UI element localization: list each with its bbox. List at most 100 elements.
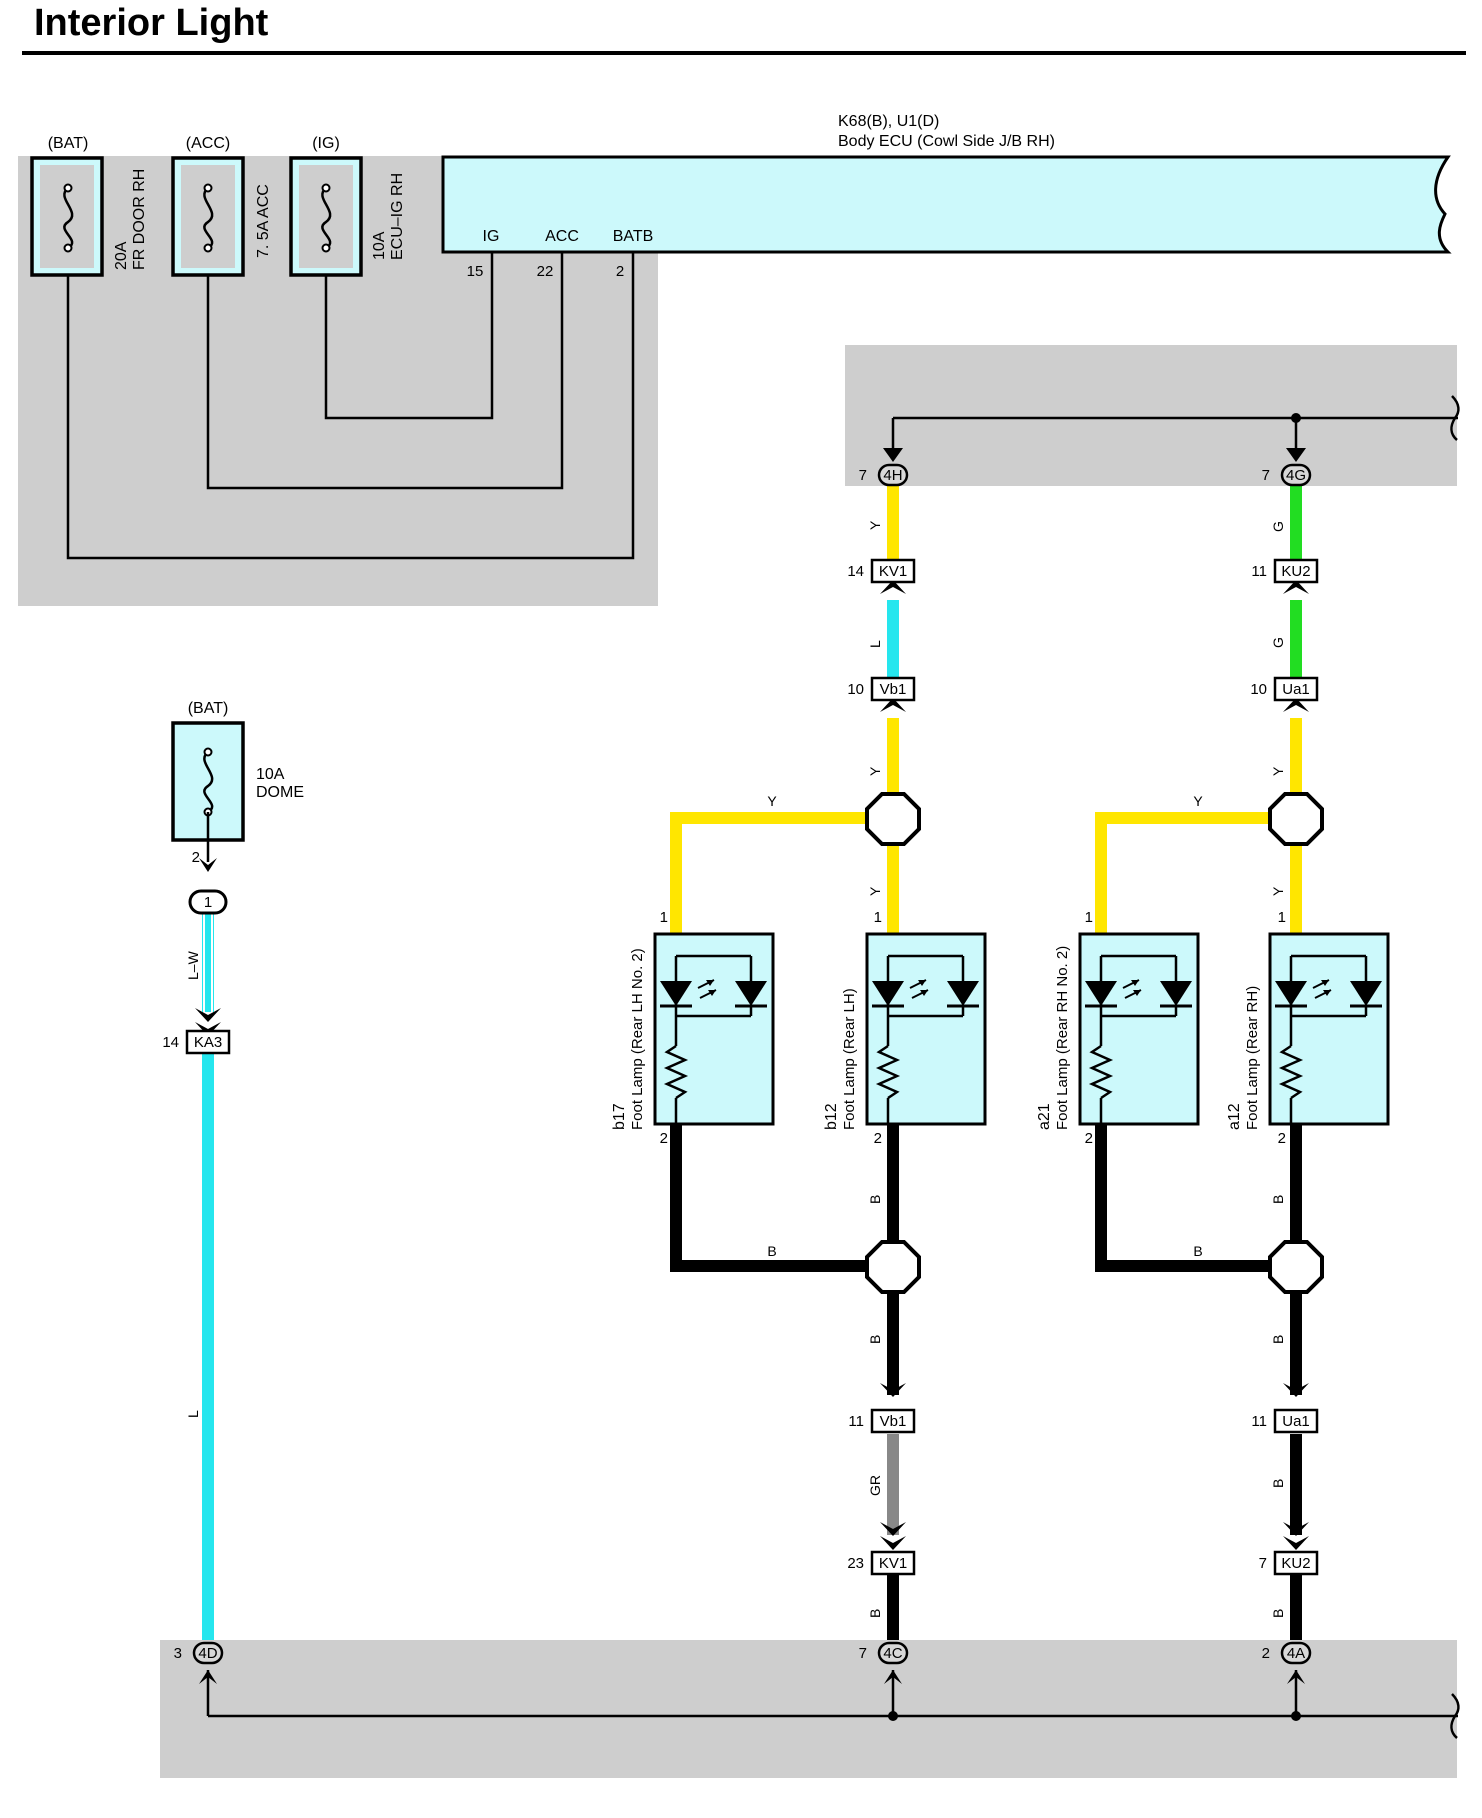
connector-label: KV1 xyxy=(879,563,907,580)
lamp-code: a21 xyxy=(1036,1103,1053,1130)
junction-label: 4C xyxy=(883,1645,902,1662)
fuse-fr-door-rh: (BAT) 20A FR DOOR RH xyxy=(30,135,148,277)
wire-label: Y xyxy=(1193,793,1203,809)
lamp-name: Foot Lamp (Rear LH) xyxy=(841,988,858,1130)
ecu-pin-ig-label: IG xyxy=(483,228,500,245)
lamp-pin-1: 1 xyxy=(874,909,882,926)
junction-pin: 7 xyxy=(859,1645,867,1662)
lamp-pin-2: 2 xyxy=(660,1130,668,1147)
wire-label: B xyxy=(1270,1335,1286,1344)
fuse-rating: 7. 5A ACC xyxy=(255,184,272,258)
body-ecu: K68(B), U1(D) Body ECU (Cowl Side J/B RH… xyxy=(441,113,1452,280)
fuse-source-ig: (IG) xyxy=(312,135,340,152)
fuse-source-bat: (BAT) xyxy=(48,135,89,152)
junction-4h: 4H 7 xyxy=(859,463,909,487)
junction-pin: 7 xyxy=(1262,467,1270,484)
ecu-feed-wires xyxy=(66,243,635,560)
ecu-pin-batb-number: 2 xyxy=(616,263,624,280)
ecu-pin-acc-number: 22 xyxy=(537,263,554,280)
fuse-pin: 2 xyxy=(192,849,200,866)
fuse-rating: 10A xyxy=(371,231,388,260)
wire-label: Y xyxy=(867,886,883,896)
ecu-description: Body ECU (Cowl Side J/B RH) xyxy=(838,133,1055,150)
connector-pin: 10 xyxy=(1250,681,1267,698)
ecu-name: K68(B), U1(D) xyxy=(838,113,939,130)
junction-dome-1: 1 xyxy=(188,889,228,915)
wire-label: Y xyxy=(1270,766,1286,776)
wire-label: B xyxy=(1193,1243,1202,1259)
wire-label: Y xyxy=(1270,886,1286,896)
fuse-source-acc: (ACC) xyxy=(186,135,230,152)
lamp-pin-2: 2 xyxy=(874,1130,882,1147)
lamp-b12: 1 2 b12 Foot Lamp (Rear LH) xyxy=(823,909,987,1147)
connector-label: Vb1 xyxy=(880,1413,907,1430)
fuse-source-bat: (BAT) xyxy=(188,700,229,717)
wire-label: L xyxy=(185,1410,201,1418)
connector-pin: 11 xyxy=(1251,563,1267,580)
wire-label: B xyxy=(1270,1609,1286,1618)
junction-4g: 4G 7 xyxy=(1262,463,1312,487)
junction-4a: 4A 2 xyxy=(1262,1641,1312,1665)
connector-vb1-top: Vb1 10 xyxy=(847,676,916,702)
wire-label: Y xyxy=(767,793,777,809)
lamp-pin-1: 1 xyxy=(1278,909,1286,926)
connector-pin: 7 xyxy=(1259,1555,1267,1572)
connector-label: KU2 xyxy=(1281,563,1310,580)
ecu-pin-batb-label: BATB xyxy=(613,228,654,245)
connector-pin: 23 xyxy=(847,1555,864,1572)
wire-label: L xyxy=(867,640,883,648)
junction-pin: 2 xyxy=(1262,1645,1270,1662)
wire-label: GR xyxy=(867,1475,883,1496)
fuse-dome: (BAT) 10A DOME 2 xyxy=(171,700,304,866)
lamp-code: b12 xyxy=(823,1103,840,1130)
connector-vb1-bottom: Vb1 11 xyxy=(848,1408,916,1434)
wire-label: B xyxy=(767,1243,776,1259)
connector-label: KV1 xyxy=(879,1555,907,1572)
junction-pin: 7 xyxy=(859,467,867,484)
connector-pin: 11 xyxy=(848,1413,864,1430)
fuse-name: DOME xyxy=(256,784,304,801)
connector-pin: 14 xyxy=(162,1034,179,1051)
lamp-code: b17 xyxy=(611,1103,628,1130)
lamp-name: Foot Lamp (Rear RH No. 2) xyxy=(1054,946,1071,1130)
junction-4c: 4C 7 xyxy=(859,1641,909,1665)
junction-label: 4D xyxy=(198,1645,217,1662)
lamp-code: a12 xyxy=(1226,1103,1243,1130)
connector-label: Vb1 xyxy=(880,681,907,698)
connector-ka3: KA3 14 xyxy=(162,1029,231,1055)
wire-label: L–W xyxy=(185,950,201,980)
wires xyxy=(202,486,1302,1640)
lamp-pin-1: 1 xyxy=(1085,909,1093,926)
connector-kv1-top: KV1 14 xyxy=(847,558,916,584)
wire-label: Y xyxy=(867,520,883,530)
wire-color-labels: Y L Y Y Y G G Y Y Y L–W L B B B GR B B B… xyxy=(185,520,1286,1618)
fuse-acc: (ACC) 7. 5A ACC xyxy=(171,135,272,277)
lamp-pin-2: 2 xyxy=(1278,1130,1286,1147)
wire-y xyxy=(1095,812,1270,936)
connector-label: Ua1 xyxy=(1282,681,1310,698)
connector-ku2-top: KU2 11 xyxy=(1251,558,1319,584)
connector-label: Ua1 xyxy=(1282,1413,1310,1430)
lamp-pin-2: 2 xyxy=(1085,1130,1093,1147)
connector-ua1-bottom: Ua1 11 xyxy=(1251,1408,1319,1434)
connector-pin: 14 xyxy=(847,563,864,580)
page-title: Interior Light xyxy=(34,2,269,44)
wire-label: G xyxy=(1270,637,1286,648)
fuse-name: ECU–IG RH xyxy=(389,173,406,260)
connector-kv1-bottom: KV1 23 xyxy=(847,1550,916,1576)
wire-b xyxy=(1095,1124,1270,1272)
top-bus xyxy=(883,395,1460,462)
connector-pin: 10 xyxy=(847,681,864,698)
splice-points xyxy=(865,792,1324,1294)
wire-label: G xyxy=(1270,521,1286,532)
ecu-pin-ig-number: 15 xyxy=(467,263,484,280)
junction-4d: 4D 3 xyxy=(174,1641,224,1665)
wire-label: Y xyxy=(867,766,883,776)
connector-pin: 11 xyxy=(1251,1413,1267,1430)
junction-label: 4G xyxy=(1286,467,1306,484)
ecu-pin-acc-label: ACC xyxy=(545,228,579,245)
wire-b xyxy=(670,1124,867,1272)
connector-label: KU2 xyxy=(1281,1555,1310,1572)
wire-label: B xyxy=(1270,1195,1286,1204)
